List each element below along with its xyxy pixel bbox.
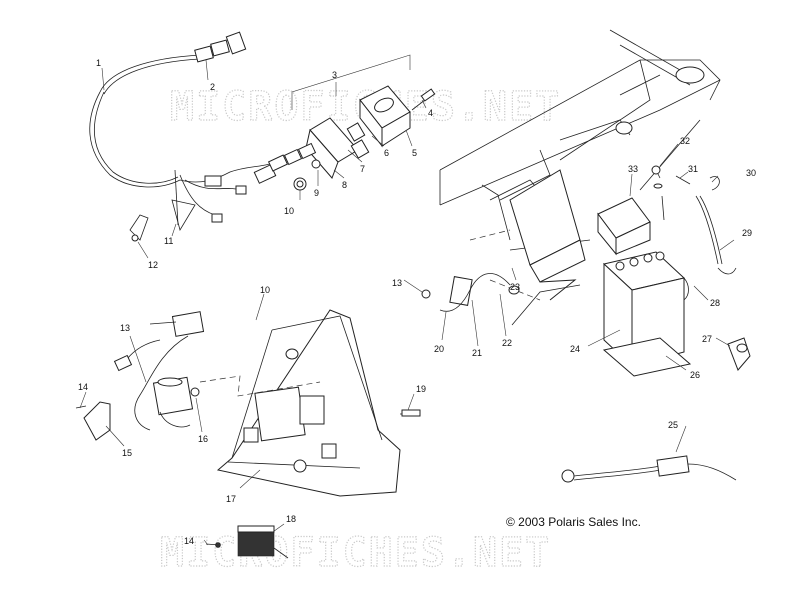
battery-bracket <box>469 169 586 326</box>
callout-26: 26 <box>690 370 700 380</box>
callout-11: 11 <box>164 236 173 246</box>
callout-28: 28 <box>710 298 720 308</box>
watermark-bottom: MICROFICHES.NET <box>160 530 551 576</box>
battery-cable-part-25 <box>561 455 737 483</box>
callout-6: 6 <box>384 148 389 158</box>
callout-5: 5 <box>412 148 417 158</box>
callout-9: 9 <box>314 188 319 198</box>
callout-31: 31 <box>688 164 698 174</box>
fuse-holder-part-27 <box>727 337 751 371</box>
wiring-harness <box>89 31 289 232</box>
callout-19: 19 <box>416 384 426 394</box>
battery-cover-part-33 <box>597 197 651 256</box>
callout-32: 32 <box>680 136 690 146</box>
callout-17: 17 <box>226 494 236 504</box>
callout-23: 23 <box>510 282 520 292</box>
tail-light-assembly <box>283 54 436 191</box>
callout-14-bottom: 14 <box>184 536 194 546</box>
callout-1: 1 <box>96 58 101 68</box>
callout-2: 2 <box>210 82 215 92</box>
callout-labels: 1 2 3 4 5 6 7 8 9 10 11 12 10 13 14 15 1… <box>78 58 756 546</box>
callout-22: 22 <box>502 338 512 348</box>
callout-27: 27 <box>702 334 712 344</box>
callout-7: 7 <box>360 164 365 174</box>
callout-16: 16 <box>198 434 208 444</box>
callout-13-left: 13 <box>120 323 130 333</box>
callout-24: 24 <box>570 344 580 354</box>
battery-part-24 <box>602 251 692 377</box>
callout-15: 15 <box>122 448 132 458</box>
callout-18: 18 <box>286 514 296 524</box>
ground-cable-assembly <box>421 273 520 312</box>
callout-33: 33 <box>628 164 638 174</box>
callout-3: 3 <box>332 70 337 80</box>
copyright-text: © 2003 Polaris Sales Inc. <box>506 515 641 529</box>
frame <box>439 29 721 251</box>
callout-30: 30 <box>746 168 756 178</box>
callout-12: 12 <box>148 260 158 270</box>
battery-strap-parts <box>651 165 737 301</box>
callout-10-mid: 10 <box>260 285 270 295</box>
callout-29: 29 <box>742 228 752 238</box>
regulator-part-18 <box>205 525 289 559</box>
callout-8: 8 <box>342 180 347 190</box>
callout-21: 21 <box>472 348 482 358</box>
callout-4: 4 <box>428 108 433 118</box>
callout-14-left: 14 <box>78 382 88 392</box>
leader-lines <box>79 59 735 546</box>
connector-part-12 <box>129 214 149 242</box>
ignition-coil-assembly <box>75 311 421 441</box>
callout-10-top: 10 <box>284 206 294 216</box>
mounting-plate-part-17 <box>216 309 401 497</box>
callout-25: 25 <box>668 420 678 430</box>
callout-13-right: 13 <box>392 278 402 288</box>
callout-20: 20 <box>434 344 444 354</box>
